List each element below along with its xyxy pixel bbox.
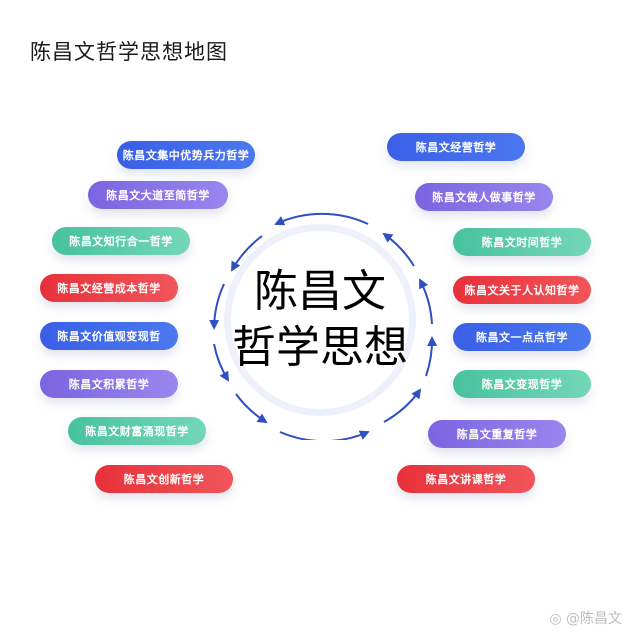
node-left-1[interactable]: 陈昌文集中优势兵力哲学 [114,141,255,169]
watermark: ◎ @陈昌文 [549,608,622,628]
center-title-line1: 陈昌文 [254,266,386,317]
node-right-2[interactable]: 陈昌文做人做事哲学 [415,183,556,211]
node-left-2[interactable]: 陈昌文大道至简哲学 [85,181,228,209]
center-title-line2: 哲学思想 [232,322,408,373]
node-right-8[interactable]: 陈昌文讲课哲学 [397,465,538,493]
node-right-7[interactable]: 陈昌文重复哲学 [428,420,569,448]
node-left-8[interactable]: 陈昌文创新哲学 [92,465,233,493]
node-left-6[interactable]: 陈昌文积累哲学 [37,370,178,398]
weibo-icon: ◎ [549,611,562,627]
cycle-arrows-icon [209,213,438,440]
node-right-4[interactable]: 陈昌文关于人认知哲学 [453,276,594,304]
node-left-3[interactable]: 陈昌文知行合一哲学 [49,227,190,255]
node-right-6[interactable]: 陈昌文变现哲学 [453,370,594,398]
center-ring [224,224,416,416]
node-right-1[interactable]: 陈昌文经营哲学 [387,133,528,161]
node-left-7[interactable]: 陈昌文财富涌现哲学 [65,417,206,445]
page-title: 陈昌文哲学思想地图 [30,40,228,64]
watermark-text: @陈昌文 [566,611,622,627]
node-left-4[interactable]: 陈昌文经营成本哲学 [37,274,178,302]
center-title: 陈昌文 哲学思想 [200,200,440,440]
center-hub: 陈昌文 哲学思想 [200,200,440,440]
node-left-5[interactable]: 陈昌文价值观变现哲 [37,322,178,350]
node-right-3[interactable]: 陈昌文时间哲学 [453,228,594,256]
node-right-5[interactable]: 陈昌文一点点哲学 [453,323,594,351]
